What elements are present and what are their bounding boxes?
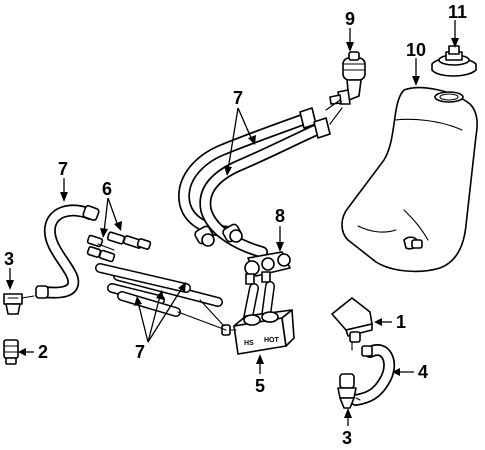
callout-1: 1 (396, 312, 406, 332)
reservoir-cap (431, 45, 477, 77)
callout-10: 10 (406, 40, 426, 60)
callout-5: 5 (255, 376, 265, 396)
pump-hoses (178, 99, 343, 258)
callout-3-bottom: 3 (342, 428, 352, 448)
washer-nozzle (331, 297, 373, 351)
pump-label-right: HOT (264, 337, 280, 344)
callout-11: 11 (448, 2, 467, 22)
callout-numbers: 11 10 9 7 8 7 6 7 3 2 5 1 4 3 (4, 2, 467, 448)
callout-leaders (6, 20, 459, 426)
reservoir-tank (341, 86, 478, 273)
left-hose (35, 204, 100, 299)
washer-filter (3, 339, 19, 365)
connector-tubes (243, 281, 275, 323)
lower-hoses (95, 263, 227, 331)
check-valve-left (3, 293, 35, 315)
callout-7-bottom: 7 (135, 342, 145, 362)
callout-8: 8 (275, 206, 285, 226)
callout-9: 9 (345, 9, 355, 29)
callout-2: 2 (38, 342, 48, 362)
y-connector (244, 251, 291, 285)
callout-3-left: 3 (4, 249, 14, 269)
callout-7-left: 7 (58, 159, 68, 179)
check-valve-bottom (337, 373, 361, 409)
pump-label-left: HS (244, 340, 254, 347)
hose-connectors (86, 231, 152, 263)
callout-6: 6 (102, 179, 112, 199)
callout-4: 4 (418, 362, 428, 382)
nozzle-hose (350, 344, 396, 406)
dual-washer-pump: HS HOT (221, 309, 295, 355)
callout-7-top: 7 (233, 88, 243, 108)
washer-pump-motor (329, 51, 366, 105)
